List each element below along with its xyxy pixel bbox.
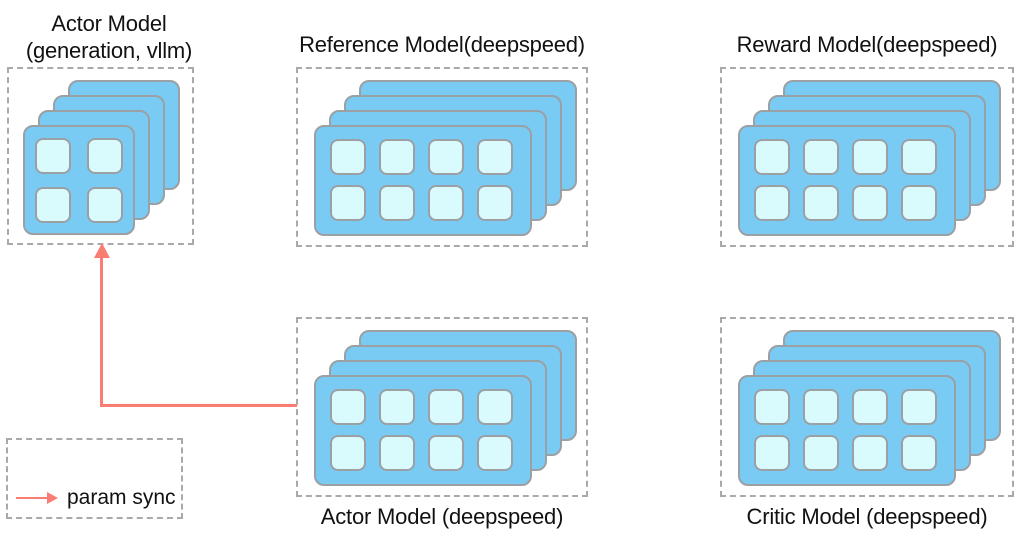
- gpu-cell: [379, 389, 415, 425]
- gpu-cell: [330, 139, 366, 175]
- gpu-card: [738, 125, 956, 236]
- gpu-cell: [330, 185, 366, 221]
- actor-vllm-box: [7, 67, 194, 245]
- reference-model-box: [296, 67, 588, 247]
- gpu-card: [23, 125, 135, 235]
- legend-arrowhead-icon: [47, 492, 58, 504]
- gpu-cell: [330, 389, 366, 425]
- gpu-cell: [87, 138, 123, 174]
- gpu-card: [314, 375, 532, 486]
- gpu-cell: [379, 139, 415, 175]
- gpu-cell: [35, 187, 71, 223]
- gpu-cell: [754, 139, 790, 175]
- gpu-cell-grid: [740, 377, 954, 471]
- gpu-cell: [901, 435, 937, 471]
- gpu-card: [314, 125, 532, 236]
- gpu-cell: [852, 139, 888, 175]
- reward-model-box: [720, 67, 1014, 247]
- actor-vllm-title-line1: Actor Model: [51, 11, 167, 36]
- reference-model-title: Reference Model(deepspeed): [299, 32, 585, 57]
- gpu-stack: [738, 80, 1002, 237]
- gpu-cell: [754, 185, 790, 221]
- gpu-card: [738, 375, 956, 486]
- actor-vllm-title-line2: (generation, vllm): [25, 38, 193, 63]
- gpu-cell: [35, 138, 71, 174]
- gpu-cell: [428, 185, 464, 221]
- gpu-cell: [901, 185, 937, 221]
- gpu-cell: [428, 139, 464, 175]
- gpu-cell-grid: [316, 127, 530, 221]
- gpu-cell: [477, 139, 513, 175]
- gpu-cell: [379, 185, 415, 221]
- gpu-stack: [23, 80, 181, 236]
- actor-deepspeed-box: [296, 317, 588, 497]
- gpu-cell: [754, 389, 790, 425]
- gpu-cell: [803, 389, 839, 425]
- gpu-cell: [754, 435, 790, 471]
- gpu-cell: [852, 389, 888, 425]
- param-sync-arrowhead-icon: [94, 243, 110, 258]
- gpu-cell: [852, 435, 888, 471]
- gpu-stack: [738, 330, 1002, 487]
- actor-deepspeed-title: Actor Model (deepspeed): [320, 504, 564, 529]
- gpu-cell: [477, 389, 513, 425]
- gpu-cell: [901, 389, 937, 425]
- gpu-cell: [852, 185, 888, 221]
- gpu-cell-grid: [25, 127, 133, 223]
- gpu-cell-grid: [740, 127, 954, 221]
- gpu-cell: [330, 435, 366, 471]
- gpu-cell-grid: [316, 377, 530, 471]
- critic-model-box: [720, 317, 1014, 497]
- legend-row: param sync: [16, 486, 176, 510]
- param-sync-arrow-horizontal-segment: [100, 404, 297, 407]
- legend-label: param sync: [67, 486, 176, 509]
- gpu-cell: [477, 185, 513, 221]
- gpu-cell: [428, 389, 464, 425]
- legend-box: param sync: [6, 438, 183, 519]
- gpu-cell: [803, 139, 839, 175]
- reward-model-title: Reward Model(deepspeed): [736, 32, 998, 57]
- gpu-cell: [803, 435, 839, 471]
- gpu-cell: [803, 185, 839, 221]
- param-sync-arrow-vertical-segment: [100, 255, 103, 407]
- gpu-cell: [901, 139, 937, 175]
- legend-arrow-shaft: [16, 497, 47, 499]
- gpu-cell: [379, 435, 415, 471]
- actor-vllm-title: Actor Model (generation, vllm): [7, 10, 211, 64]
- param-sync-arrow-icon: [16, 492, 58, 504]
- gpu-cell: [477, 435, 513, 471]
- gpu-cell: [87, 187, 123, 223]
- gpu-cell: [428, 435, 464, 471]
- critic-model-title: Critic Model (deepspeed): [746, 504, 988, 529]
- gpu-stack: [314, 80, 578, 237]
- gpu-stack: [314, 330, 578, 487]
